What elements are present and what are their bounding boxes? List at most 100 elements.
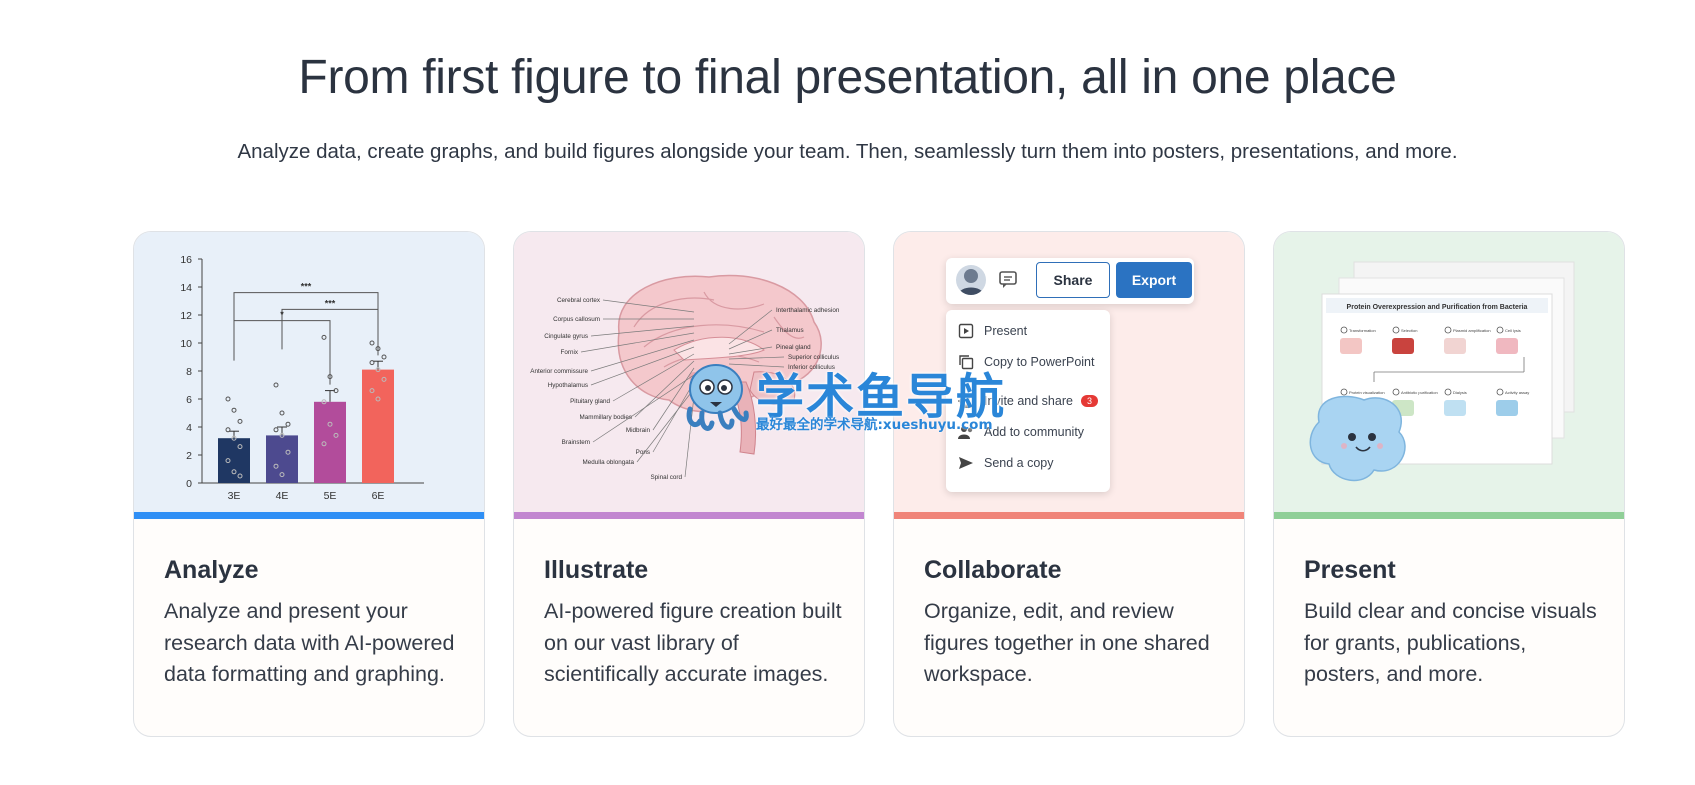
data-point bbox=[369, 388, 375, 394]
significance-label: *** bbox=[301, 282, 312, 292]
leader-line bbox=[652, 381, 695, 453]
leader-line bbox=[728, 363, 785, 368]
leader-line bbox=[580, 332, 695, 353]
data-point bbox=[225, 427, 231, 433]
community-icon bbox=[958, 424, 974, 440]
send-icon bbox=[958, 455, 974, 471]
brain-label: Pituitary gland bbox=[570, 398, 610, 405]
card-description: Build clear and concise visuals for gran… bbox=[1304, 599, 1597, 686]
export-button[interactable]: Export bbox=[1116, 262, 1192, 298]
card-present[interactable]: Protein Overexpression and Purification … bbox=[1273, 231, 1625, 737]
brain-label: Inferior colliculus bbox=[788, 364, 835, 371]
data-point bbox=[321, 399, 327, 405]
brain-shape bbox=[617, 274, 822, 455]
present-illustration: Protein Overexpression and Purification … bbox=[1274, 232, 1624, 512]
significance-label: *** bbox=[325, 298, 336, 308]
step-illustration bbox=[1340, 338, 1362, 354]
significance-bracket bbox=[281, 308, 379, 356]
card-collaborate[interactable]: Share Export Present Copy to PowerPoint … bbox=[893, 231, 1245, 737]
leader-line bbox=[612, 353, 695, 402]
step-illustration bbox=[1392, 338, 1414, 354]
step-label: Cell lysis bbox=[1505, 328, 1521, 333]
data-point bbox=[333, 432, 339, 438]
menu-item-invite-and-share[interactable]: Invite and share 3 bbox=[958, 390, 1098, 412]
brain-label: Mammillary bodies bbox=[580, 414, 633, 421]
leader-line bbox=[602, 299, 695, 313]
significance-label: * bbox=[280, 310, 284, 320]
notification-badge: 3 bbox=[1080, 395, 1098, 407]
data-point bbox=[237, 473, 243, 479]
avatar[interactable] bbox=[956, 265, 986, 295]
brain-label: Anterior commissure bbox=[530, 368, 588, 375]
y-tick-label: 8 bbox=[186, 366, 192, 378]
brain-label: Corpus callosum bbox=[553, 316, 600, 323]
leader-line bbox=[728, 356, 785, 360]
poster-title: Protein Overexpression and Purification … bbox=[1347, 304, 1528, 311]
menu-item-add-to-community[interactable]: Add to community bbox=[958, 421, 1084, 443]
watermark-subtitle: 最好最全的学术导航:xueshuyu.com bbox=[756, 417, 993, 433]
x-tick-label: 6E bbox=[372, 490, 385, 502]
menu-item-copy-to-powerpoint[interactable]: Copy to PowerPoint bbox=[958, 351, 1094, 373]
step-label: Plasmid amplification bbox=[1453, 328, 1491, 333]
step-marker bbox=[1392, 326, 1400, 334]
present-icon bbox=[958, 323, 974, 339]
bar-4E bbox=[266, 435, 298, 483]
step-illustration bbox=[1496, 400, 1518, 416]
menu-item-label: Copy to PowerPoint bbox=[984, 355, 1095, 369]
brain-label: Cingulate gyrus bbox=[544, 333, 588, 340]
brain-label: Interthalamic adhesion bbox=[776, 307, 840, 314]
y-tick-label: 10 bbox=[180, 338, 192, 350]
data-point bbox=[231, 407, 237, 413]
share-menu: Present Copy to PowerPoint Invite and sh… bbox=[946, 310, 1110, 492]
x-tick-label: 3E bbox=[228, 490, 241, 502]
brain-label: Cerebral cortex bbox=[557, 297, 601, 304]
step-label: Dialysis bbox=[1453, 390, 1467, 395]
y-tick-label: 2 bbox=[186, 450, 192, 462]
analyze-accent-bar bbox=[134, 512, 484, 519]
x-tick-label: 5E bbox=[324, 490, 337, 502]
data-point bbox=[375, 367, 381, 373]
step-label: Protein visualization bbox=[1349, 390, 1385, 395]
collaborate-illustration: Share Export Present Copy to PowerPoint … bbox=[894, 232, 1244, 512]
brain-label: Pons bbox=[636, 449, 650, 456]
step-label: Selection bbox=[1401, 328, 1417, 333]
menu-item-send-a-copy[interactable]: Send a copy bbox=[958, 452, 1054, 474]
leader-line bbox=[592, 374, 695, 443]
octopus-logo-icon bbox=[686, 364, 749, 431]
brain-label: Superior colliculus bbox=[788, 354, 839, 361]
y-tick-label: 16 bbox=[180, 254, 192, 266]
brain-label: Midbrain bbox=[626, 427, 651, 434]
brain-label: Fornix bbox=[561, 349, 579, 356]
data-point bbox=[273, 463, 279, 469]
step-label: Activity assay bbox=[1505, 390, 1529, 395]
step-marker bbox=[1392, 388, 1400, 396]
share-button[interactable]: Share bbox=[1036, 262, 1110, 298]
card-description: AI-powered figure creation built on our … bbox=[544, 599, 842, 686]
watermark-title: 学术鱼导航 bbox=[756, 369, 1007, 425]
data-point bbox=[321, 334, 327, 340]
y-tick-label: 14 bbox=[180, 282, 192, 294]
leader-line bbox=[652, 367, 695, 431]
data-point bbox=[369, 340, 375, 346]
card-title: Analyze bbox=[164, 556, 259, 584]
step-marker bbox=[1496, 326, 1504, 334]
add-person-icon bbox=[958, 393, 974, 409]
data-point bbox=[279, 472, 285, 478]
y-tick-label: 4 bbox=[186, 422, 192, 434]
card-title: Collaborate bbox=[924, 556, 1062, 584]
menu-item-present[interactable]: Present bbox=[958, 320, 1027, 342]
brain-label: Medulla oblongata bbox=[583, 459, 635, 466]
data-point bbox=[285, 421, 291, 427]
comment-icon[interactable] bbox=[998, 270, 1018, 295]
leader-line bbox=[684, 395, 695, 478]
page-subtitle: Analyze data, create graphs, and build f… bbox=[237, 140, 1458, 163]
step-marker bbox=[1340, 326, 1348, 334]
data-point bbox=[285, 449, 291, 455]
leader-line bbox=[590, 325, 695, 337]
data-point bbox=[327, 421, 333, 427]
